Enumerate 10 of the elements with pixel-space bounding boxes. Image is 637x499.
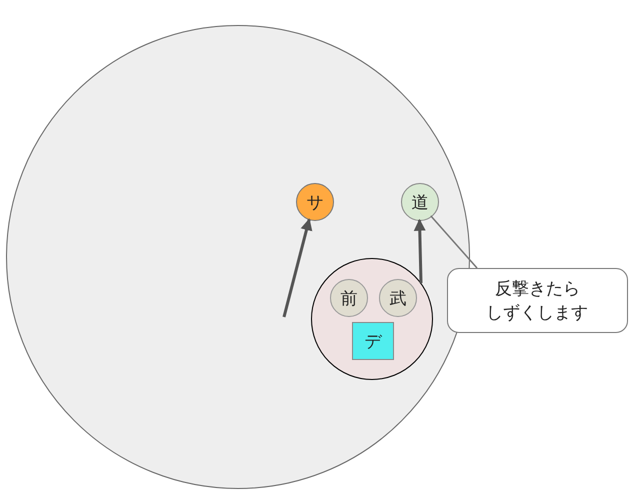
arrow: [414, 218, 426, 284]
circle-node: 武: [379, 279, 417, 317]
square-node: デ: [352, 322, 394, 360]
callout-text: 反撃きたらしずくします: [486, 278, 589, 324]
circle-node: 道: [401, 183, 439, 221]
speech-bubble: [447, 268, 628, 333]
arrow: [282, 218, 312, 318]
circle-node: 前: [330, 279, 368, 317]
circle-node: サ: [296, 183, 334, 221]
leader-line: [430, 215, 478, 268]
